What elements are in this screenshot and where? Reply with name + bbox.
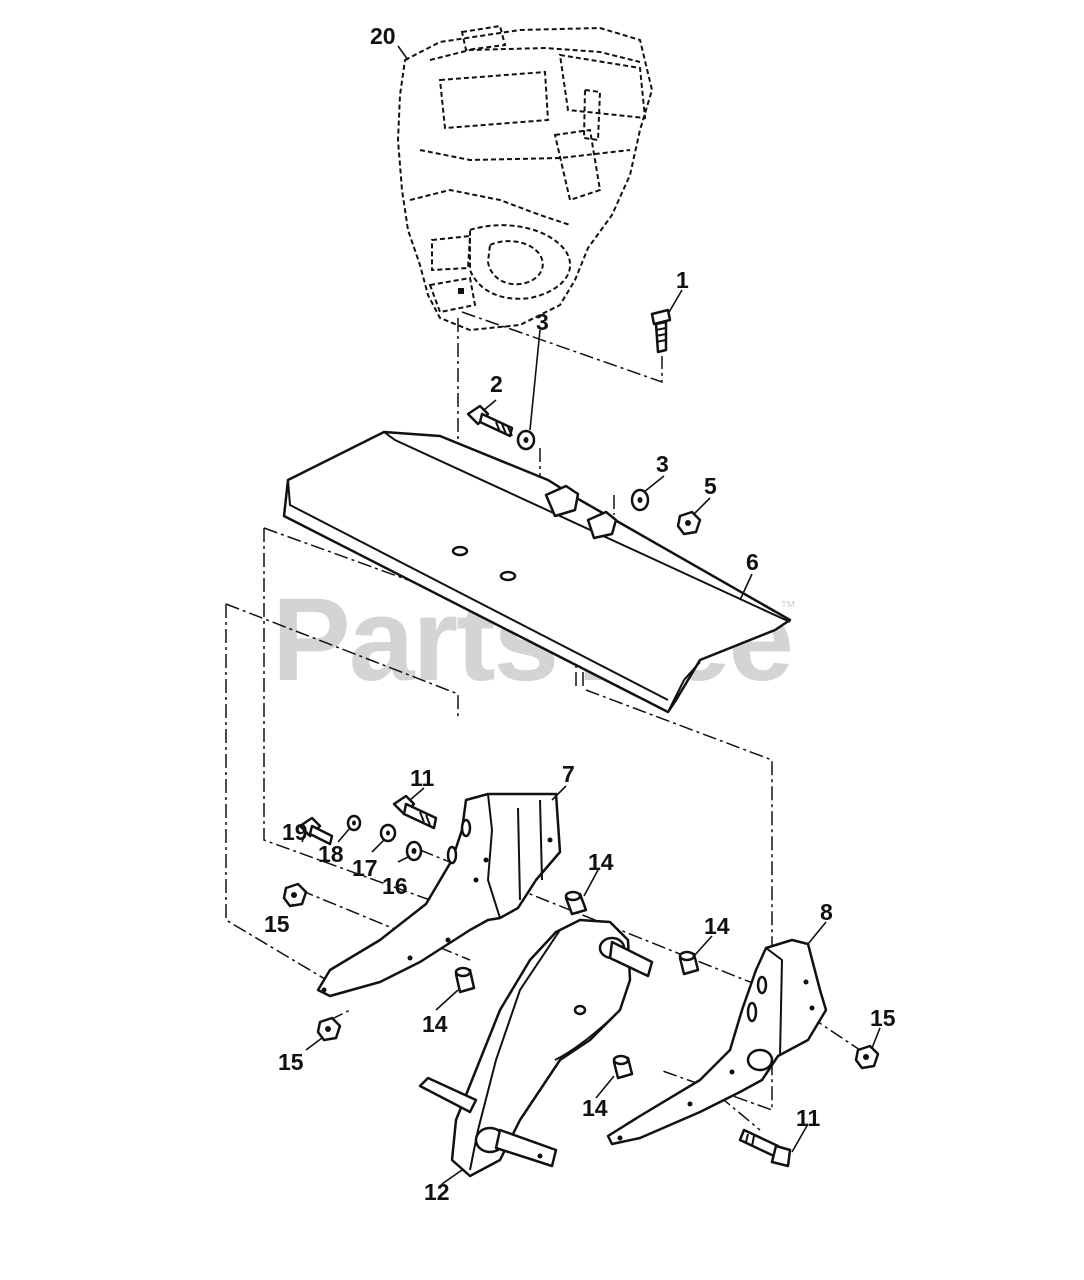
callout-18: 18	[318, 841, 344, 867]
nut-part-15-b	[316, 1016, 342, 1042]
callout-6: 6	[746, 549, 759, 575]
washer-part-17	[379, 823, 397, 843]
washer-part-18	[346, 814, 362, 832]
washer-part-16	[405, 840, 423, 862]
callout-14-c: 14	[422, 1011, 448, 1037]
callout-1: 1	[676, 267, 689, 293]
callout-8: 8	[820, 899, 833, 925]
callout-14-d: 14	[582, 1095, 608, 1121]
watermark-trademark: ™	[780, 599, 796, 616]
right-bracket-part-8	[606, 938, 828, 1146]
callout-11-b: 11	[796, 1105, 821, 1131]
callout-15-a: 15	[264, 911, 290, 937]
callout-5: 5	[704, 473, 717, 499]
spacer-part-14-a	[564, 890, 588, 916]
nut-part-15-a	[282, 882, 308, 908]
callout-14-b: 14	[704, 913, 730, 939]
bolt-part-19	[298, 816, 334, 846]
callout-3-a: 3	[536, 309, 549, 335]
callouts: 20 1 2 3 3 5 6 7 8 11 11 12 14 14 14 14 …	[264, 23, 896, 1205]
bolt-part-11-a	[392, 794, 438, 830]
callout-17: 17	[352, 855, 378, 881]
callout-7: 7	[562, 761, 575, 787]
spacer-part-14-c	[454, 966, 476, 994]
engine-part-20	[396, 24, 654, 332]
nut-part-15-c	[854, 1044, 880, 1070]
washer-part-3-b	[630, 488, 650, 512]
bolt-part-11-b	[738, 1128, 792, 1168]
tine-shield-part-6	[282, 430, 792, 714]
callout-19: 19	[282, 819, 308, 845]
bolt-part-1	[650, 308, 672, 354]
washer-part-3-a	[516, 429, 536, 451]
callout-11-a: 11	[410, 765, 435, 791]
callout-20: 20	[370, 23, 396, 49]
callout-14-a: 14	[588, 849, 614, 875]
callout-12: 12	[424, 1179, 450, 1205]
bolt-part-2	[466, 404, 514, 438]
leader-lines	[291, 45, 881, 1185]
callout-15-c: 15	[870, 1005, 896, 1031]
callout-3-b: 3	[656, 451, 669, 477]
callout-15-b: 15	[278, 1049, 304, 1075]
nut-part-5	[676, 510, 702, 536]
spacer-part-14-d	[612, 1054, 634, 1080]
transmission-part-12	[418, 918, 654, 1178]
left-bracket-part-7	[316, 792, 562, 998]
callout-2: 2	[490, 371, 503, 397]
callout-16: 16	[382, 873, 408, 899]
